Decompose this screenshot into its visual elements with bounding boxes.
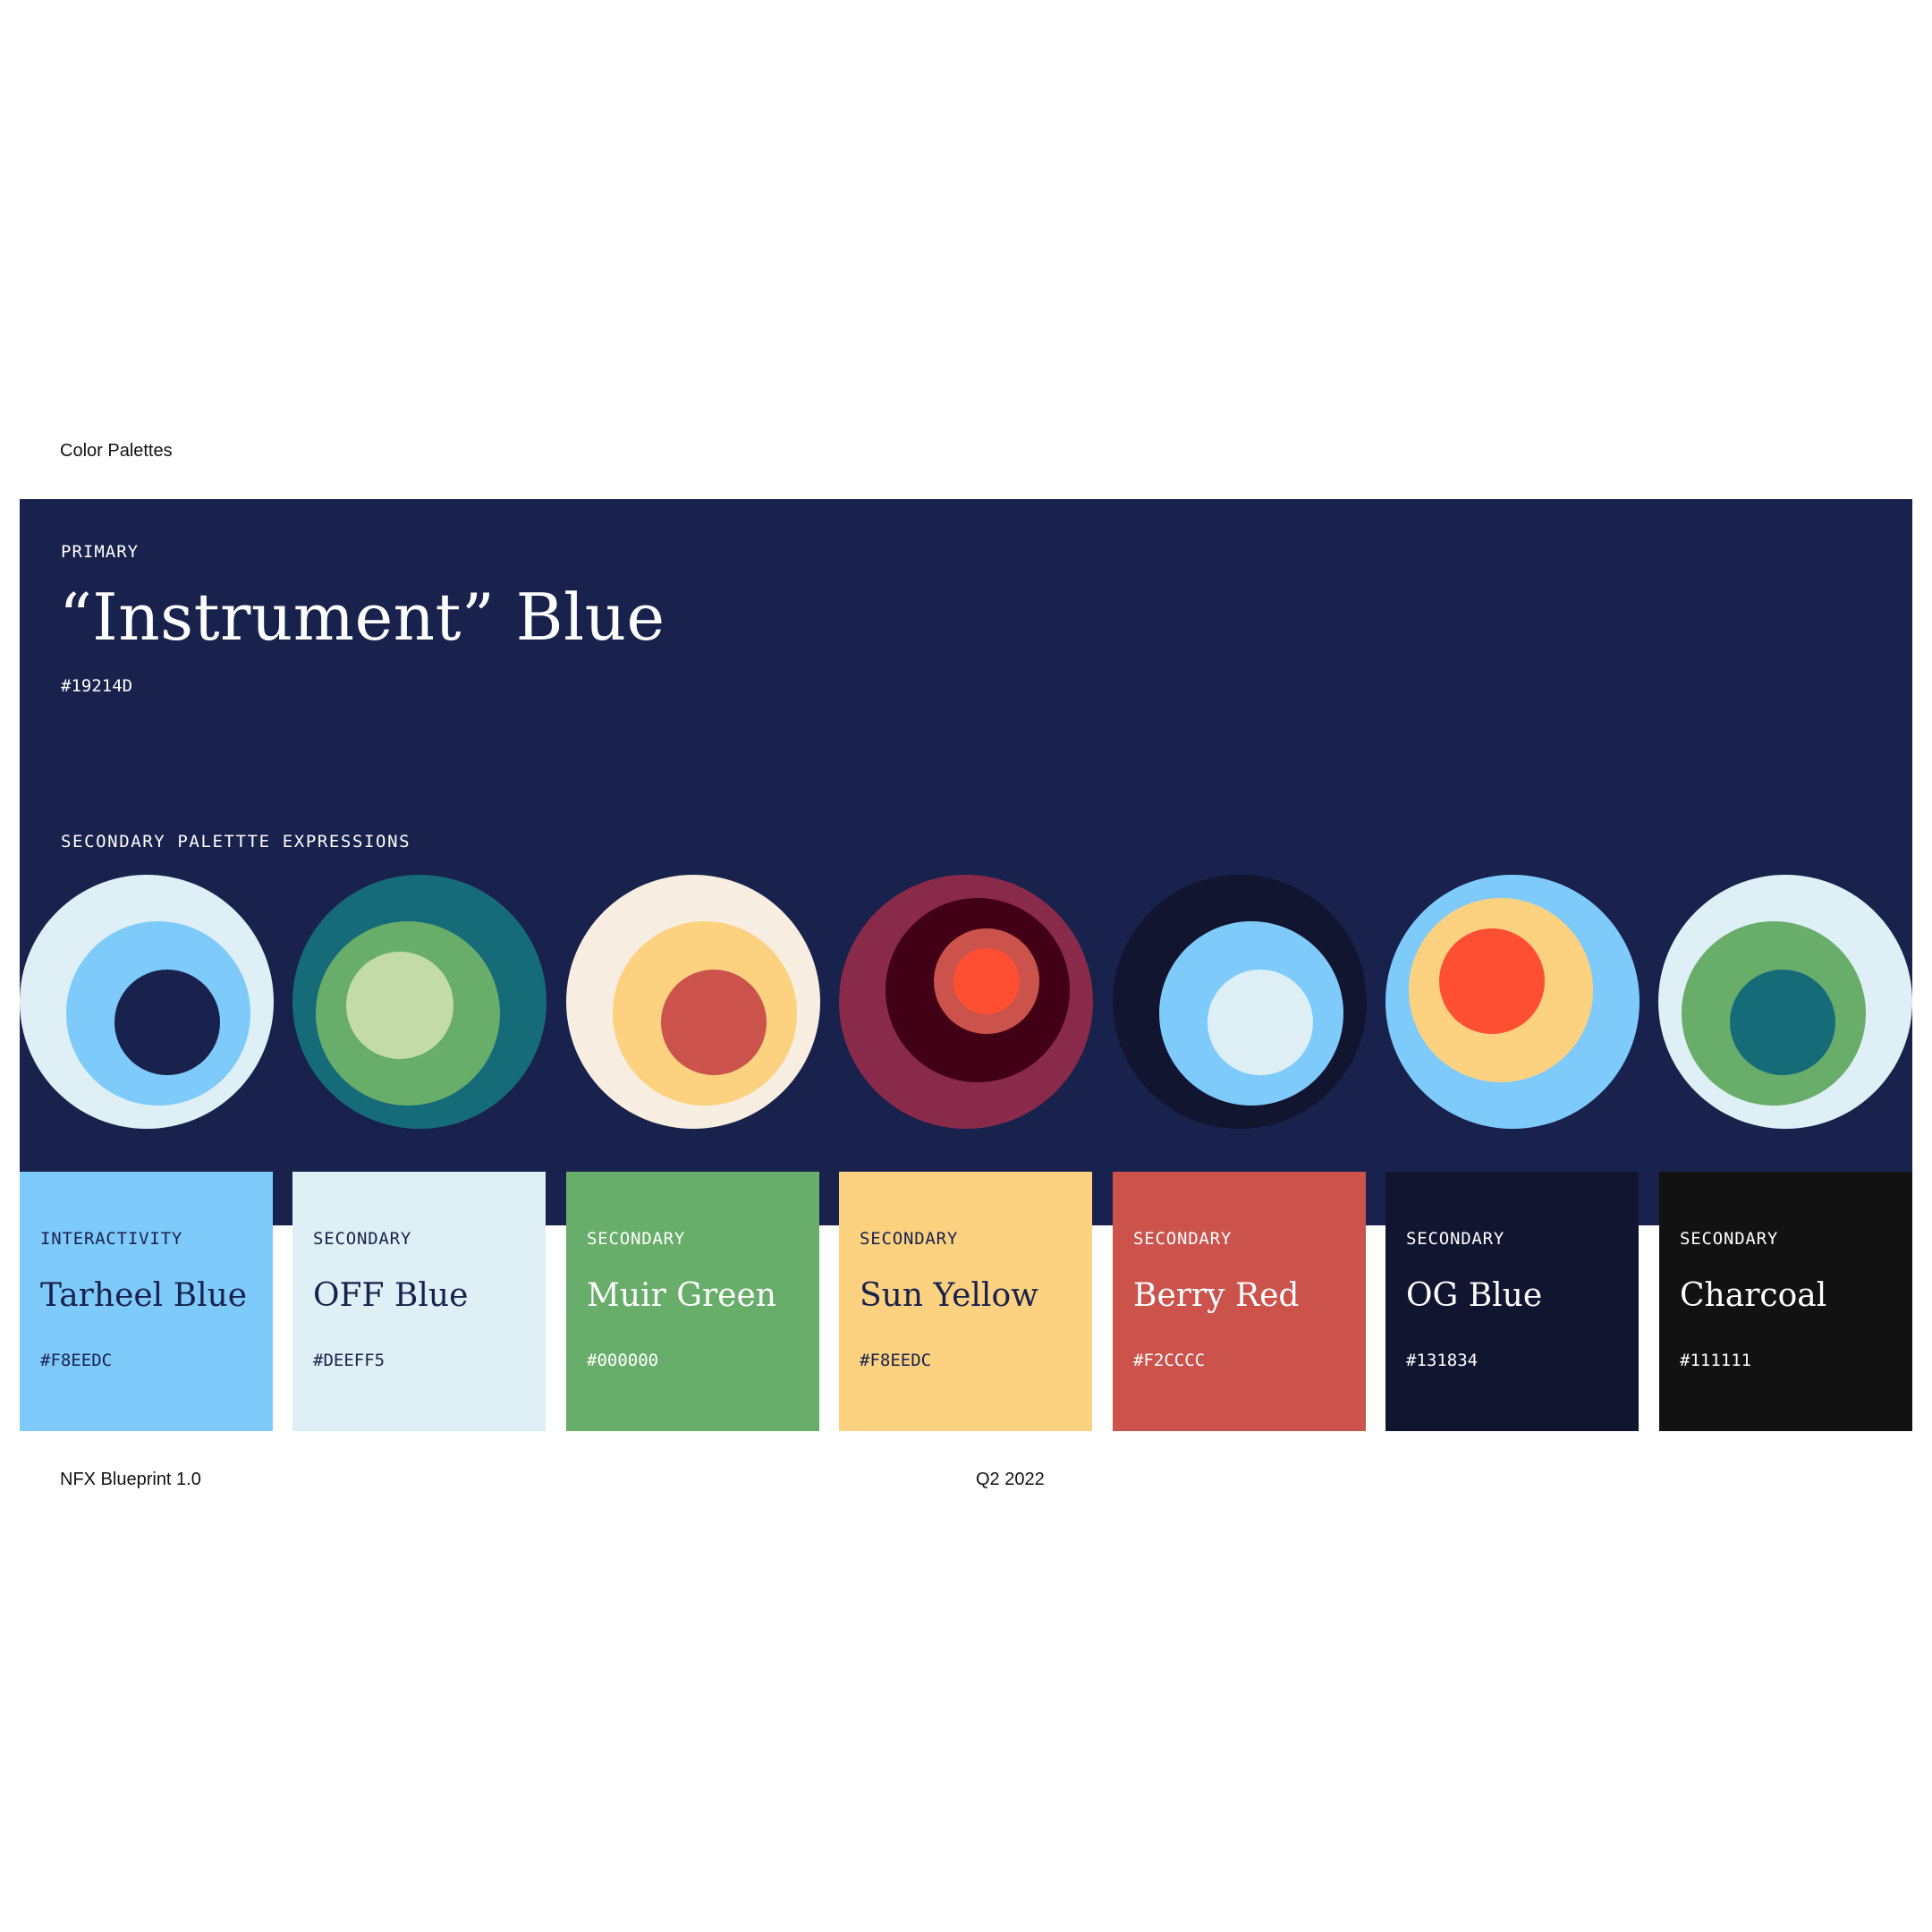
circle-inner-dot <box>661 970 767 1075</box>
swatch-charcoal: SECONDARY Charcoal #111111 <box>1659 1172 1912 1431</box>
circle-inner-dot <box>346 952 453 1059</box>
circle-expression-5 <box>1113 875 1367 1129</box>
circle-expression-7 <box>1658 875 1912 1129</box>
swatch-name: OFF Blue <box>313 1277 469 1314</box>
circle-inner-dot <box>114 970 220 1075</box>
secondary-circle-expressions <box>20 875 1912 1143</box>
circle-expression-2 <box>292 875 547 1129</box>
swatch-sun-yellow: SECONDARY Sun Yellow #F8EEDC <box>839 1172 1092 1431</box>
circle-expression-4 <box>839 875 1093 1129</box>
primary-color-name: “Instrument” Blue <box>59 580 665 655</box>
swatch-hex: #111111 <box>1680 1351 1752 1370</box>
swatch-label: SECONDARY <box>1133 1229 1233 1249</box>
swatch-label: SECONDARY <box>860 1229 959 1249</box>
swatch-hex: #DEEFF5 <box>313 1351 386 1370</box>
swatch-name: Sun Yellow <box>860 1277 1038 1314</box>
swatch-label: SECONDARY <box>587 1229 686 1249</box>
footer-date: Q2 2022 <box>976 1470 1045 1489</box>
circle-inner-dot <box>1439 928 1545 1034</box>
swatch-hex: #131834 <box>1406 1351 1479 1370</box>
swatch-label: SECONDARY <box>1406 1229 1505 1249</box>
swatch-hex: #000000 <box>587 1351 659 1370</box>
circle-expression-6 <box>1385 875 1640 1129</box>
color-swatches: INTERACTIVITY Tarheel Blue #F8EEDC SECON… <box>20 1172 1912 1431</box>
swatch-tarheel-blue: INTERACTIVITY Tarheel Blue #F8EEDC <box>20 1172 273 1431</box>
swatch-hex: #F8EEDC <box>860 1351 932 1370</box>
swatch-label: SECONDARY <box>313 1229 412 1249</box>
swatch-muir-green: SECONDARY Muir Green #000000 <box>566 1172 819 1431</box>
primary-label: PRIMARY <box>61 542 140 562</box>
swatch-hex: #F2CCCC <box>1133 1351 1206 1370</box>
circle-expression-1 <box>20 875 274 1129</box>
circle-expression-3 <box>566 875 820 1129</box>
swatch-berry-red: SECONDARY Berry Red #F2CCCC <box>1113 1172 1366 1431</box>
swatch-label: INTERACTIVITY <box>40 1229 183 1249</box>
swatch-name: Tarheel Blue <box>40 1277 248 1314</box>
swatch-name: Charcoal <box>1680 1277 1827 1314</box>
swatch-label: SECONDARY <box>1680 1229 1779 1249</box>
secondary-expressions-label: SECONDARY PALETTTE EXPRESSIONS <box>61 832 411 852</box>
primary-color-hex: #19214D <box>61 676 133 696</box>
swatch-hex: #F8EEDC <box>40 1351 113 1370</box>
page-title: Color Palettes <box>60 441 173 461</box>
circle-inner-dot <box>1208 970 1313 1075</box>
circle-inner-dot <box>1730 970 1835 1075</box>
swatch-name: Muir Green <box>587 1277 776 1314</box>
circle-core-dot <box>953 948 1020 1014</box>
swatch-og-blue: SECONDARY OG Blue #131834 <box>1385 1172 1639 1431</box>
primary-color-panel: PRIMARY “Instrument” Blue #19214D SECOND… <box>20 499 1912 1225</box>
swatch-name: Berry Red <box>1133 1277 1300 1314</box>
footer-document-name: NFX Blueprint 1.0 <box>60 1470 201 1489</box>
swatch-name: OG Blue <box>1406 1277 1543 1314</box>
swatch-off-blue: SECONDARY OFF Blue #DEEFF5 <box>292 1172 546 1431</box>
